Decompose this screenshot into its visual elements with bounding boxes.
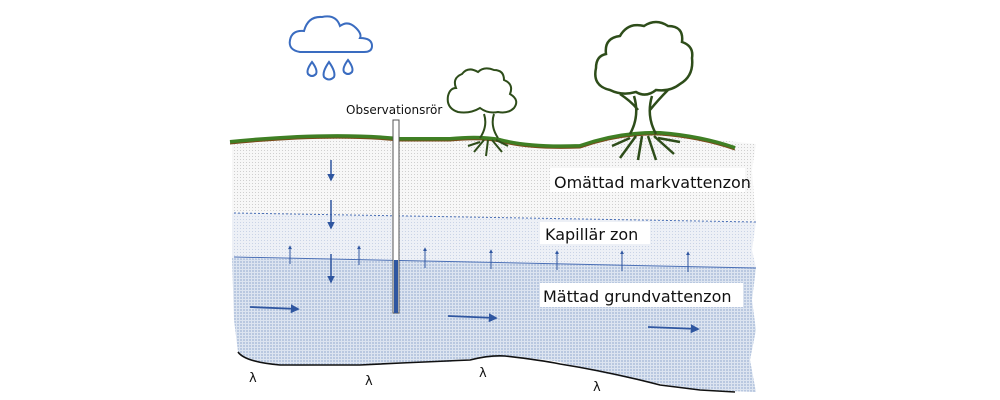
bedrock-symbol: λ [593,380,601,395]
saturated-zone [232,258,756,392]
pipe-label: Observationsrör [346,103,442,117]
small-tree-icon [446,67,518,157]
rain-cloud-icon [288,15,374,81]
unsaturated-zone-label: Omättad markvattenzon [554,173,751,192]
pipe-water-level [394,260,398,313]
capillary-rise-arrows [288,245,690,272]
unsaturated-zone [232,135,756,222]
bedrock-symbol: λ [365,374,373,389]
ground-surface [229,130,736,150]
groundwater-table-line [233,256,757,269]
groundwater-flow-arrows [249,304,700,334]
capillary-boundary-line [233,212,757,223]
large-tree-icon [594,20,694,161]
bedrock-symbol: λ [479,366,487,381]
bedrock-boundary [237,351,736,393]
bedrock-symbol: λ [249,371,257,386]
capillary-zone-label: Kapillär zon [545,225,638,244]
saturated-zone-label: Mättad grundvattenzon [543,287,732,306]
